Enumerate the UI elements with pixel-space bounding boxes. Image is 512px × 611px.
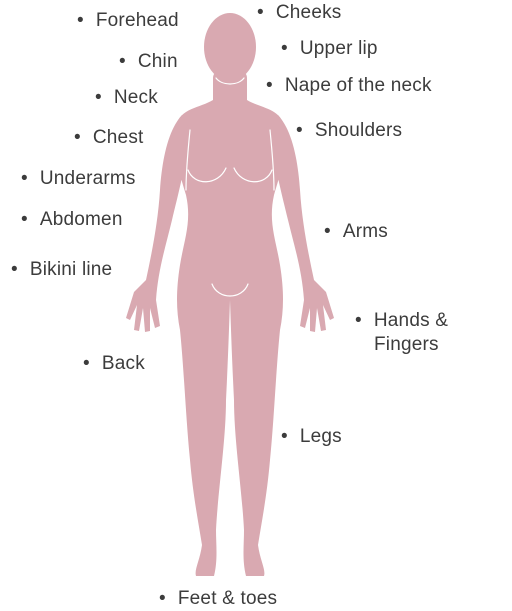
label-text: Upper lip [299, 38, 378, 59]
bullet-icon: • [281, 38, 288, 59]
label-text: Arms [342, 221, 388, 242]
label-abdomen: • Abdomen [21, 208, 123, 232]
label-nape-of-the-neck: • Nape of the neck [266, 74, 432, 98]
label-text-line-2: Fingers [374, 334, 439, 355]
label-text: Chin [137, 51, 178, 72]
body-contour-lines [185, 77, 275, 297]
label-cheeks: • Cheeks [257, 1, 341, 25]
silhouette-shape [126, 13, 334, 576]
label-hands-and-fingers: • Hands & Fingers [355, 309, 448, 357]
label-upper-lip: • Upper lip [281, 37, 378, 61]
bullet-icon: • [355, 310, 362, 331]
bullet-icon: • [83, 353, 90, 374]
label-arms: • Arms [324, 220, 388, 244]
bullet-icon: • [21, 209, 28, 230]
bullet-icon: • [119, 51, 126, 72]
label-chin: • Chin [119, 50, 178, 74]
label-text: Bikini line [29, 259, 113, 280]
label-text: Feet & toes [177, 588, 278, 609]
label-text: Chest [92, 127, 144, 148]
bullet-icon: • [77, 10, 84, 31]
label-text: Legs [299, 426, 342, 447]
label-feet-and-toes: • Feet & toes [159, 587, 277, 611]
label-legs: • Legs [281, 425, 342, 449]
label-text: Back [101, 353, 145, 374]
label-forehead: • Forehead [77, 9, 179, 33]
bullet-icon: • [296, 120, 303, 141]
label-neck: • Neck [95, 86, 158, 110]
bullet-icon: • [324, 221, 331, 242]
label-text: Neck [113, 87, 158, 108]
bullet-icon: • [266, 75, 273, 96]
bullet-icon: • [257, 2, 264, 23]
bullet-icon: • [74, 127, 81, 148]
bullet-icon: • [281, 426, 288, 447]
bullet-icon: • [21, 168, 28, 189]
label-back: • Back [83, 352, 145, 376]
label-text: Cheeks [275, 2, 342, 23]
bullet-icon: • [159, 588, 166, 609]
label-text: Underarms [39, 168, 136, 189]
bullet-icon: • [11, 259, 18, 280]
label-text: Forehead [95, 10, 179, 31]
label-text: Abdomen [39, 209, 123, 230]
label-chest: • Chest [74, 126, 144, 150]
bullet-icon: • [95, 87, 102, 108]
label-text: Shoulders [314, 120, 403, 141]
label-text-line-1: Hands & [373, 310, 449, 331]
label-bikini-line: • Bikini line [11, 258, 112, 282]
label-shoulders: • Shoulders [296, 119, 402, 143]
label-underarms: • Underarms [21, 167, 136, 191]
label-text: Nape of the neck [284, 75, 432, 96]
